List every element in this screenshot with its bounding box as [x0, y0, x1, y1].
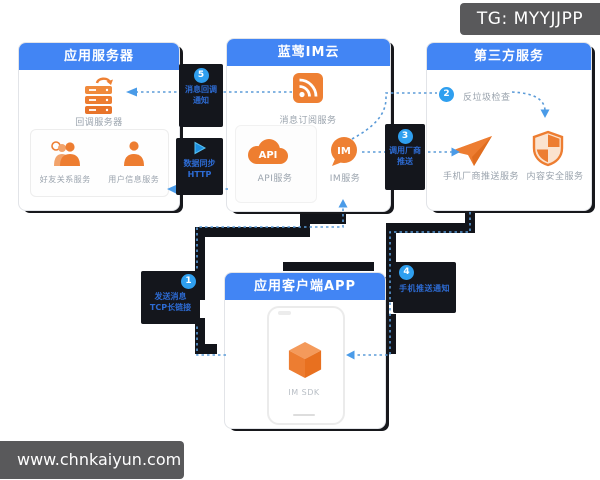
callback-label-line1: 消息回调: [185, 85, 217, 94]
user-info-service-icon: [121, 139, 147, 170]
telegram-contact-badge: TG: MYYJJPP: [460, 3, 600, 35]
im-sdk-label: IM SDK: [288, 388, 320, 397]
app-server-box: 应用服务器 回调服务器: [18, 42, 180, 211]
im-cloud-title: 蓝莺IM云: [227, 39, 390, 66]
phone-notch: [278, 311, 291, 315]
api-icon-text: API: [259, 150, 278, 161]
im-icon-text: IM: [337, 146, 351, 157]
push-paper-plane-icon: [449, 131, 495, 173]
friend-service-icon: [49, 139, 81, 170]
flow-label-push-notify: 4 手机推送通知: [393, 262, 456, 313]
phone-frame: IM SDK: [267, 306, 345, 425]
vendor-push-service-label: 手机厂商推送服务: [442, 172, 519, 182]
step-2-badge: 2: [439, 87, 454, 102]
app-server-title: 应用服务器: [19, 43, 179, 70]
vendor-label-line1: 调用厂商: [389, 146, 421, 155]
third-party-title: 第三方服务: [427, 43, 591, 70]
step-4-badge: 4: [399, 265, 414, 280]
content-security-label: 内容安全服务: [526, 172, 584, 182]
app-server-services-panel: 好友关系服务 用户信息服务: [30, 129, 169, 197]
sync-label-line2: HTTP: [187, 169, 212, 179]
vendor-label-line2: 推送: [397, 156, 413, 166]
message-subscribe-label: 消息订阅服务: [279, 116, 337, 126]
step-1-badge: 1: [181, 274, 196, 289]
step-3-badge: 3: [397, 129, 413, 144]
play-icon: [176, 141, 223, 159]
message-subscribe-rss-icon: [293, 73, 323, 107]
flow-label-message-callback: 5 消息回调 通知: [179, 64, 223, 127]
sync-label-line1: 数据同步: [183, 158, 216, 168]
callback-server-label: 回调服务器: [75, 118, 123, 128]
friend-service-item: 好友关系服务: [31, 130, 100, 196]
send-label-line2: TCP长链接: [149, 302, 192, 312]
user-info-service-item: 用户信息服务: [100, 130, 169, 196]
content-security-shield-icon: [531, 130, 565, 172]
step-5-badge: 5: [193, 68, 209, 83]
im-service-label: IM服务: [329, 174, 361, 184]
im-bubble-icon: IM: [327, 135, 361, 173]
phone-home-indicator: [293, 414, 315, 416]
im-sdk-cube-icon: [287, 340, 323, 384]
im-cloud-box: 蓝莺IM云 消息订阅服务 API API服务: [226, 38, 391, 212]
send-label-line1: 发送消息: [154, 292, 187, 301]
antispam-check-label: 反垃圾检查: [463, 93, 511, 103]
flow-label-send-message: 1 发送消息 TCP长链接: [141, 271, 200, 324]
api-service-label: API服务: [257, 174, 293, 184]
site-watermark: www.chnkaiyun.com: [0, 441, 184, 479]
friend-service-label: 好友关系服务: [39, 175, 91, 184]
flow-label-vendor-push: 3 调用厂商 推送: [385, 124, 425, 190]
api-cloud-icon: API: [244, 135, 292, 173]
client-app-title: 应用客户端APP: [225, 273, 385, 300]
callback-server-icon: [77, 75, 121, 119]
callback-label-line2: 通知: [193, 95, 209, 105]
third-party-box: 第三方服务 2 反垃圾检查 手机厂商推送服务 内容安全服务: [426, 42, 592, 211]
user-info-service-label: 用户信息服务: [108, 175, 160, 184]
push-notify-label: 手机推送通知: [399, 284, 450, 293]
client-app-box: 应用客户端APP IM SDK: [224, 272, 386, 429]
flow-label-data-sync: 数据同步 HTTP: [176, 138, 223, 195]
